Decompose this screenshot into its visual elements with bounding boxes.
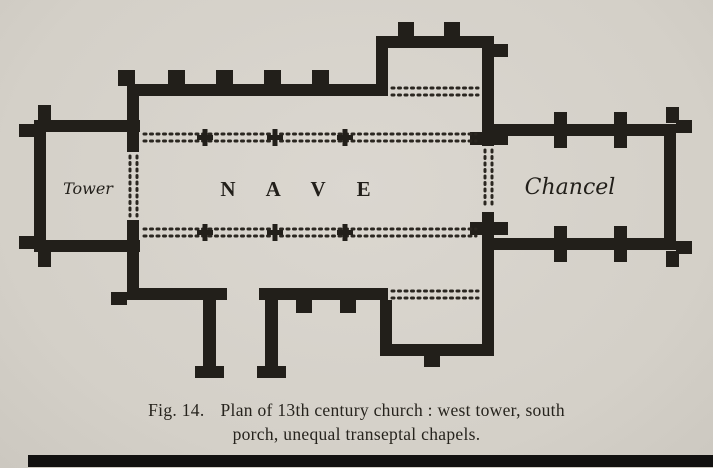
church-plan-figure: Tower N A V E Chancel: [19, 22, 692, 378]
caption-text-1: Plan of 13th century church : west tower…: [220, 400, 565, 420]
chancel-walls: [490, 107, 692, 267]
page-scan-bar: [28, 455, 713, 467]
arcade-piers: [197, 129, 353, 241]
south-chapel-walls: [380, 300, 494, 367]
nave-label: N A V E: [220, 177, 383, 201]
nave-walls: [111, 70, 508, 313]
north-chapel-walls: [376, 22, 508, 104]
caption-line-2: porch, unequal transeptal chapels.: [232, 424, 481, 444]
caption-line-1: Fig. 14. Plan of 13th century church : we…: [0, 398, 713, 422]
arcade-dotted-lines: [128, 86, 494, 300]
figure-caption: Fig. 14. Plan of 13th century church : we…: [0, 398, 713, 446]
south-porch-walls: [195, 300, 286, 378]
tower-walls: [19, 105, 140, 267]
chancel-label: Chancel: [525, 175, 616, 200]
tower-label: Tower: [63, 179, 114, 198]
figure-number: Fig. 14.: [148, 400, 205, 420]
